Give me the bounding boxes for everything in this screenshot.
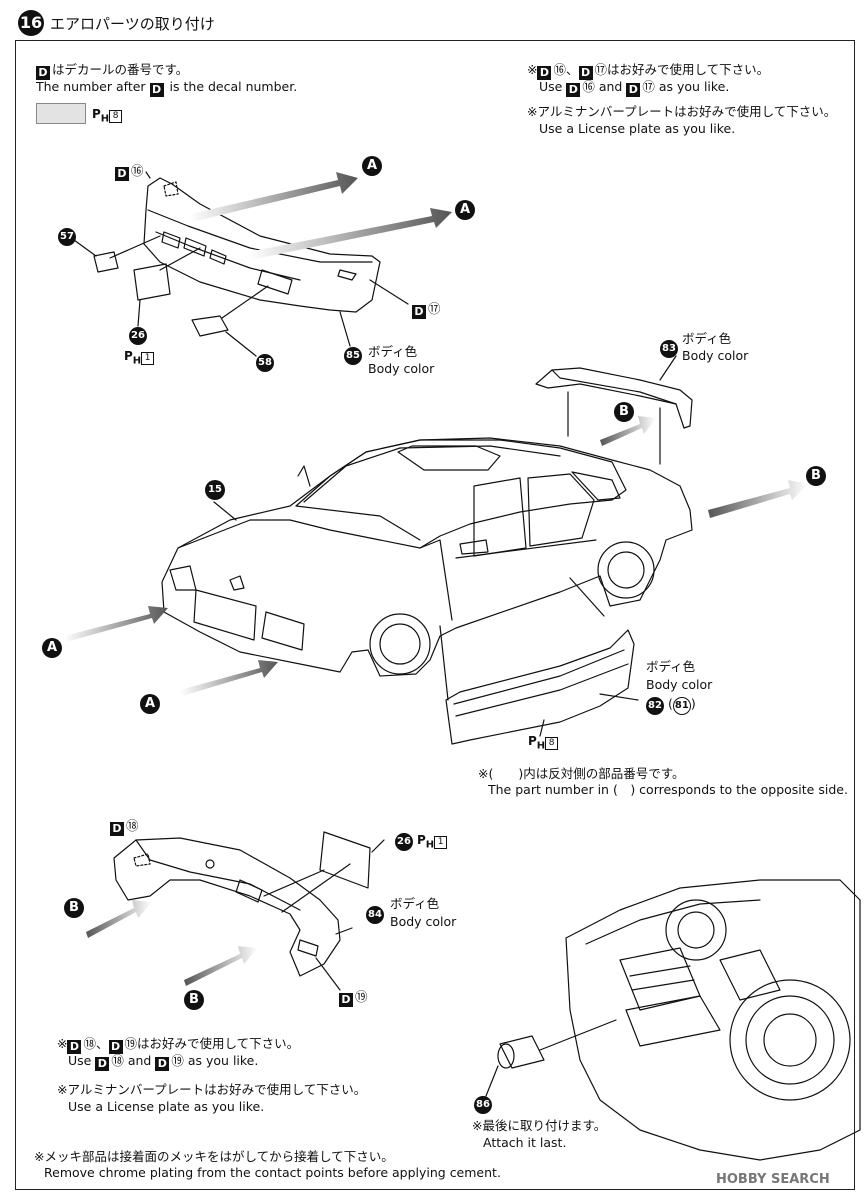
part-26-badge: 26 [129, 327, 147, 345]
part-58-badge: 58 [256, 354, 274, 372]
arrow-label-b: B [184, 990, 204, 1010]
rear-bumper-drawing [113, 831, 385, 991]
opposite-side-note-en: The part number in ( ) corresponds to th… [488, 782, 848, 797]
part-57-badge: 57 [58, 228, 76, 246]
front-bumper-drawing [73, 171, 409, 357]
color-swatch [36, 103, 86, 124]
attach-last-jp: ※最後に取り付けます。 [472, 1118, 607, 1133]
arrow-label-a: A [455, 200, 475, 220]
part-85-color-en: Body color [368, 361, 435, 376]
part-83-badge: 83 [660, 340, 678, 358]
rear-spoiler-drawing [535, 355, 693, 465]
step-title: エアロパーツの取り付け [50, 15, 215, 33]
attach-last-en: Attach it last. [483, 1135, 567, 1150]
chrome-note-jp: ※メッキ部品は接着面のメッキをはがしてから接着して下さい。 [34, 1149, 394, 1164]
direction-arrows [64, 172, 808, 986]
license-plate-note-en: Use a License plate as you like. [539, 121, 736, 136]
arrow-label-b: B [806, 466, 826, 486]
skirt-color-en: Body color [646, 677, 713, 692]
decal-d-icon: D [36, 66, 50, 80]
skirt-part-numbers: 82 (81) [646, 695, 696, 715]
arrow-label-a: A [42, 638, 62, 658]
side-skirt-drawing [445, 629, 639, 745]
part-86-badge: 86 [474, 1096, 492, 1114]
instruction-frame [15, 40, 855, 1190]
part-85-color-jp: ボディ色 [368, 344, 418, 359]
decal-note-en: The number after D is the decal number. [36, 79, 298, 97]
part-85-badge: 85 [344, 347, 362, 365]
part-84-badge: 84 [366, 906, 384, 924]
watermark: HOBBY SEARCH [716, 1172, 830, 1187]
decal-d-icon: D [149, 83, 164, 97]
part-15-badge: 15 [205, 480, 225, 500]
arrow-label-b: B [614, 402, 634, 422]
arrow-label-b: B [64, 898, 84, 918]
arrow-label-a: A [362, 156, 382, 176]
part-84-color-jp: ボディ色 [390, 896, 440, 911]
part-83-color-en: Body color [682, 348, 749, 363]
license-plate-note-jp: ※アルミナンバープレートはお好みで使用して下さい。 [527, 104, 837, 119]
rear-plate-note-en: Use a License plate as you like. [68, 1099, 265, 1114]
skirt-color-jp: ボディ色 [646, 659, 696, 674]
arrow-label-a: A [140, 694, 160, 714]
step-number-badge: 16 [18, 10, 44, 36]
car-body-drawing [161, 437, 693, 701]
part-83-color-jp: ボディ色 [682, 331, 732, 346]
opposite-side-note-jp: ※( )内は反対側の部品番号です。 [478, 766, 685, 781]
rear-plate-note-jp: ※アルミナンバープレートはお好みで使用して下さい。 [57, 1082, 367, 1097]
part-84-color-en: Body color [390, 914, 457, 929]
chassis-drawing [485, 879, 861, 1161]
chrome-note-en: Remove chrome plating from the contact p… [44, 1165, 501, 1180]
